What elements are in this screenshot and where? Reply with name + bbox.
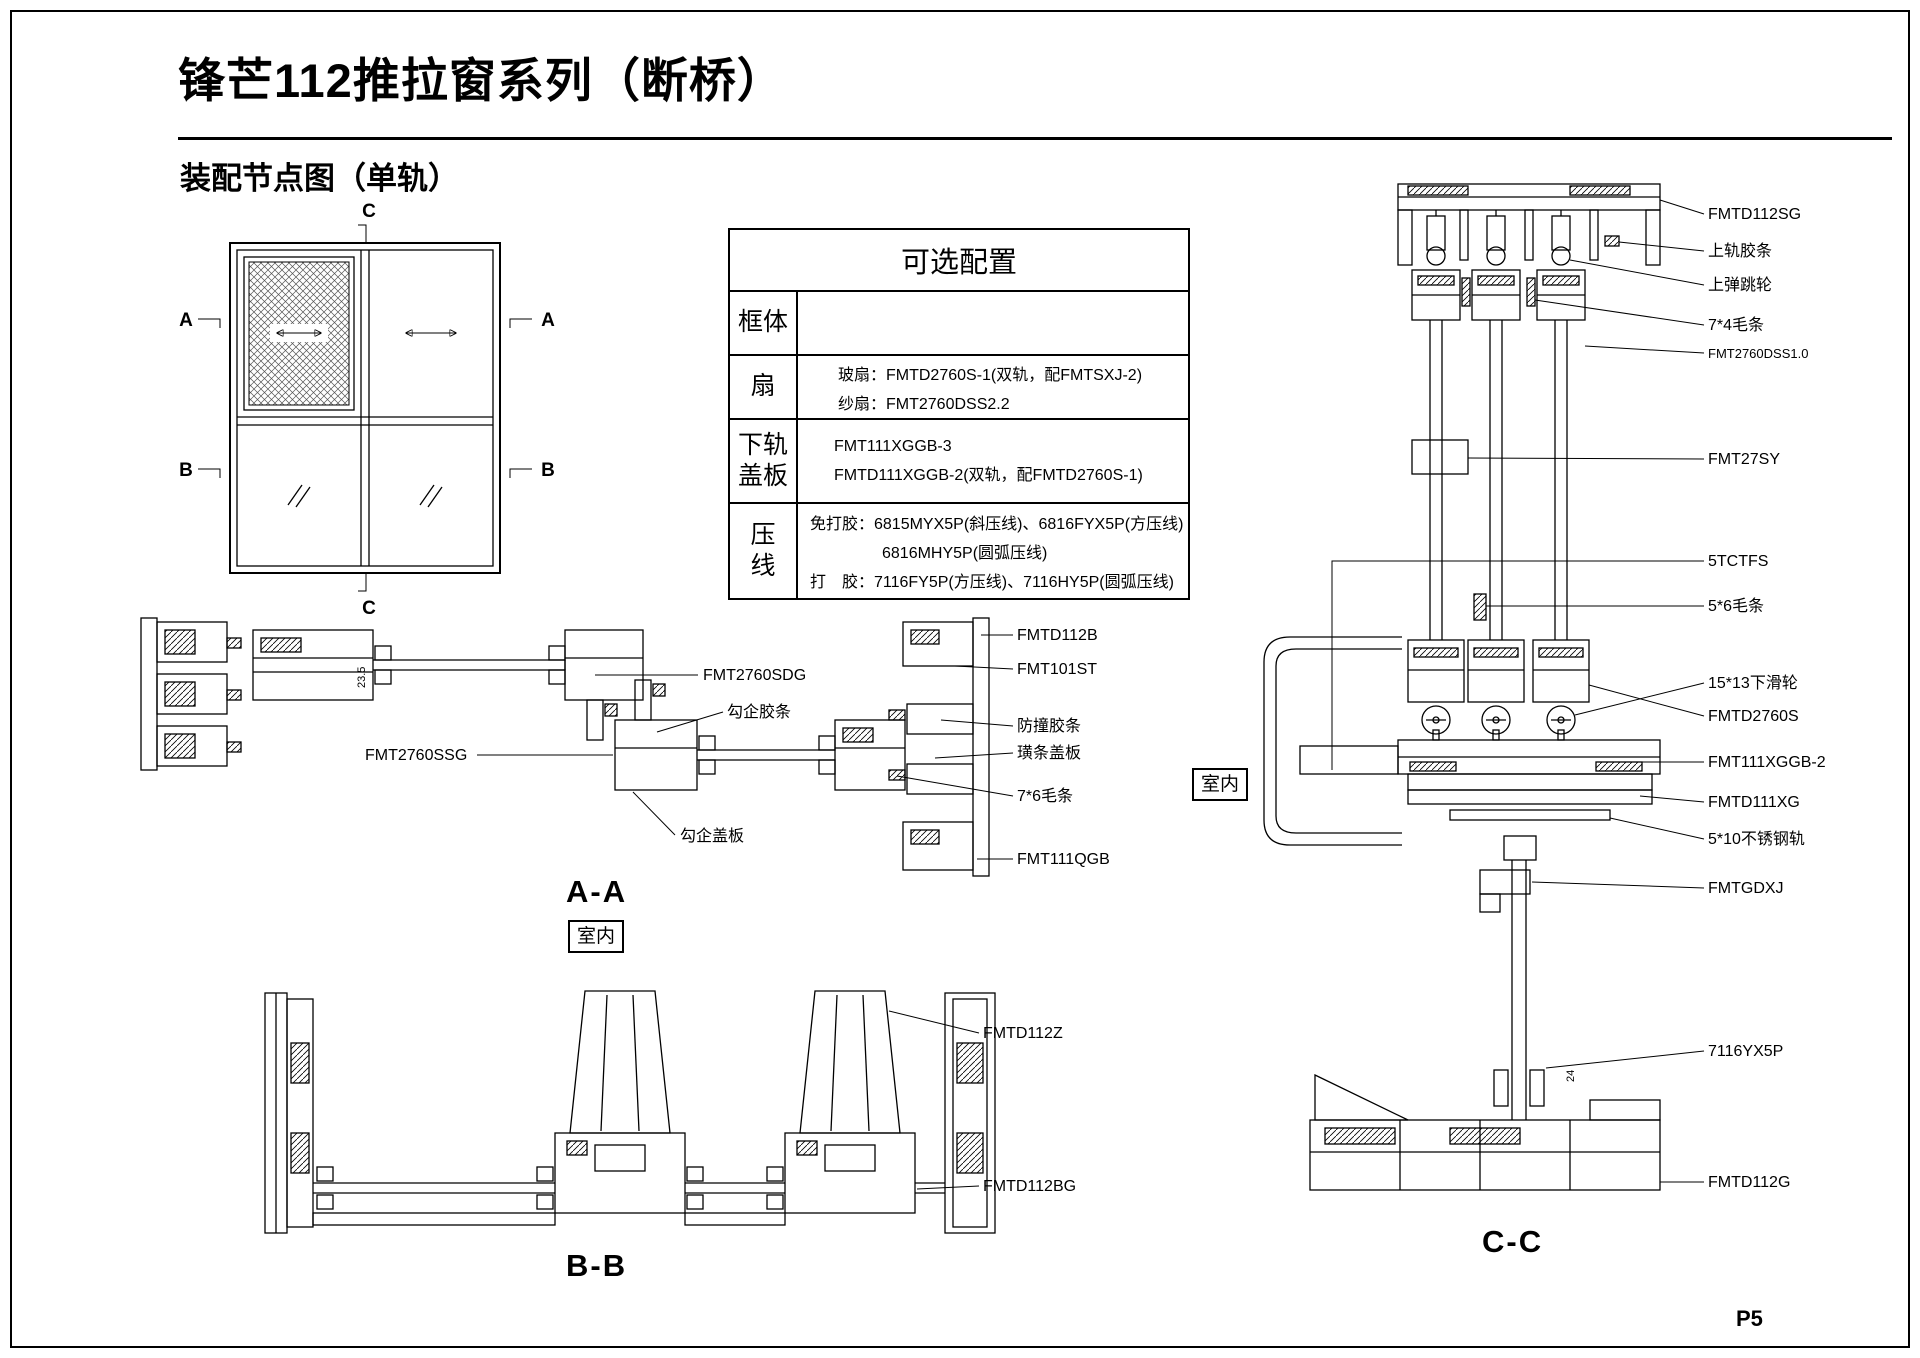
config-row-frame: 框体	[730, 292, 1188, 356]
aa-lower-sash-profile	[697, 719, 906, 791]
label-fmtd112g: FMTD112G	[1708, 1174, 1790, 1191]
cc-head-rail-profile	[1397, 183, 1661, 266]
glass-symbols	[287, 484, 443, 508]
label-15x13-xiahualun: 15*13下滑轮	[1708, 674, 1798, 692]
cc-leaders-and-labels: FMTD112SG 上轨胶条 上弹跳轮 7*4毛条 FMT2760DSS1.0 …	[1331, 199, 1826, 1191]
label-huangtiao-gaiban: 璜条盖板	[1017, 744, 1081, 762]
label-7116yx5p: 7116YX5P	[1708, 1043, 1783, 1060]
window-elevation-diagram: C C A A B B	[179, 201, 555, 619]
screen-pane	[243, 256, 355, 411]
config-row-bead-label: 压 线	[730, 504, 798, 598]
config-line: 免打胶：6815MYX5P(斜压线)、6816FYX5P(方压线)	[810, 516, 1184, 533]
aa-leaders-and-labels: FMT2760SDG 勾企胶条 FMT2760SSG 勾企盖板 FMTD112B…	[365, 627, 1110, 868]
section-markers: C C A A B B	[179, 201, 555, 619]
bb-glazing	[312, 1166, 945, 1226]
cc-sash-top-rails	[1411, 269, 1586, 321]
label-5tctfs: 5TCTFS	[1708, 553, 1768, 570]
config-line: 打 胶：7116FY5P(方压线)、7116HY5P(圆弧压线)	[810, 574, 1174, 591]
title-rule	[178, 137, 1892, 140]
aa-hook-stile-assembly	[564, 629, 698, 791]
cc-top-rollers	[1426, 210, 1571, 266]
label-fmtd112bg: FMTD112BG	[983, 1178, 1076, 1195]
cc-corner-bracket	[1479, 869, 1531, 913]
label-5x6-maotiao: 5*6毛条	[1708, 597, 1764, 615]
section-cc-interior-label: 室内	[1192, 768, 1249, 801]
section-aa-interior-label: 室内	[568, 920, 625, 953]
label-fmtd112sg: FMTD112SG	[1708, 206, 1801, 223]
bb-left-frame-profile	[264, 992, 314, 1234]
bb-center-stile-profile	[554, 990, 686, 1214]
bb-right-stile-profile	[784, 990, 916, 1214]
cc-bottom-rollers	[1421, 705, 1576, 735]
section-marker-a-left: A	[179, 310, 193, 331]
bb-leaders-and-labels: FMTD112Z FMTD112BG	[888, 1010, 1076, 1195]
cc-glass-panels	[1411, 320, 1568, 640]
section-cc-title: C-C	[1482, 1224, 1544, 1259]
label-fmt2760dss: FMT2760DSS1.0	[1708, 346, 1808, 361]
label-fmtd112b: FMTD112B	[1017, 627, 1098, 644]
aa-left-jamb-profile	[140, 617, 242, 771]
config-row-bead: 压 线 免打胶：6815MYX5P(斜压线)、6816FYX5P(方压线) 68…	[730, 504, 1188, 598]
cc-dimension: 24	[1565, 1070, 1577, 1082]
section-aa-diagram: 23.5 FMT2760SDG 勾企胶条	[140, 617, 1110, 877]
config-row-track-cover: 下轨 盖板 FMT111XGGB-3 FMTD111XGGB-2(双轨，配FMT…	[730, 420, 1188, 504]
config-row-sash: 扇 玻扇：FMTD2760S-1(双轨，配FMTSXJ-2) 纱扇：FMT276…	[730, 356, 1188, 420]
section-marker-b-right: B	[541, 460, 555, 481]
config-row-sash-label: 扇	[730, 356, 798, 418]
config-table-title: 可选配置	[730, 230, 1188, 292]
section-bb-diagram: FMTD112Z FMTD112BG	[264, 990, 1076, 1234]
config-line: 纱扇：FMT2760DSS2.2	[838, 395, 1010, 413]
optional-config-table: 可选配置 框体 扇 玻扇：FMTD2760S-1(双轨，配FMTSXJ-2) 纱…	[728, 228, 1190, 600]
label-fmtd111xg: FMTD111XG	[1708, 794, 1800, 811]
config-row-frame-content	[798, 292, 1188, 354]
section-bb-title: B-B	[566, 1248, 628, 1283]
config-row-sash-content: 玻扇：FMTD2760S-1(双轨，配FMTSXJ-2) 纱扇：FMT2760D…	[798, 356, 1188, 418]
section-marker-b-left: B	[179, 460, 193, 481]
label-gouqi-jiaotiao: 勾企胶条	[727, 703, 791, 721]
config-row-track-cover-content: FMT111XGGB-3 FMTD111XGGB-2(双轨，配FMTD2760S…	[798, 420, 1188, 502]
config-line: 玻扇：FMTD2760S-1(双轨，配FMTSXJ-2)	[838, 366, 1143, 384]
page-number: P5	[1736, 1306, 1763, 1331]
label-fmt2760ssg: FMT2760SSG	[365, 747, 467, 764]
section-aa-title: A-A	[566, 874, 628, 909]
page-border	[10, 10, 1910, 1348]
bb-right-frame-profile	[944, 992, 996, 1234]
config-row-bead-content: 免打胶：6815MYX5P(斜压线)、6816FYX5P(方压线) 6816MH…	[798, 504, 1188, 598]
label-fmtd112z: FMTD112Z	[983, 1025, 1063, 1042]
label-fmtgdxj: FMTGDXJ	[1708, 880, 1784, 897]
config-line: FMT111XGGB-3	[834, 437, 952, 455]
label-fmt111xggb2: FMT111XGGB-2	[1708, 754, 1826, 771]
label-7x4-maotiao: 7*4毛条	[1708, 316, 1764, 334]
cc-sash-bottom-rails	[1407, 639, 1590, 703]
label-7x6-maotiao: 7*6毛条	[1017, 787, 1073, 805]
label-shanggui-jiaotiao: 上轨胶条	[1708, 242, 1772, 260]
label-shangtan-tiaolun: 上弹跳轮	[1708, 276, 1772, 294]
aa-dimension: 23.5	[356, 667, 368, 688]
config-line: 6816MHY5P(圆弧压线)	[882, 545, 1048, 562]
aa-upper-sash-profile: 23.5	[252, 629, 566, 701]
cc-bottom-track-profile	[1299, 729, 1661, 821]
label-fangzhuang-jiaotiao: 防撞胶条	[1017, 717, 1081, 735]
label-5x10-buxiugang: 5*10不锈钢轨	[1708, 830, 1805, 848]
config-row-track-cover-label: 下轨 盖板	[730, 420, 798, 502]
label-fmt2760sdg: FMT2760SDG	[703, 667, 806, 684]
label-gouqi-gaiban: 勾企盖板	[680, 827, 744, 845]
section-marker-c-bottom: C	[362, 598, 376, 619]
cc-sill-profile	[1309, 1073, 1661, 1191]
elevation-frame	[229, 242, 501, 574]
cc-lower-fixed-panel: 24	[1493, 835, 1577, 1120]
label-fmt111qgb: FMT111QGB	[1017, 851, 1110, 868]
config-line: FMTD111XGGB-2(双轨，配FMTD2760S-1)	[834, 466, 1143, 484]
section-marker-c-top: C	[362, 201, 376, 222]
section-marker-a-right: A	[541, 310, 555, 331]
label-fmt27sy: FMT27SY	[1708, 451, 1780, 468]
cc-indoor-sash-cover-profile	[1263, 636, 1402, 846]
config-row-frame-label: 框体	[730, 292, 798, 354]
aa-right-jamb-profile	[888, 617, 990, 877]
label-fmtd2760s: FMTD2760S	[1708, 708, 1799, 725]
page-subtitle: 装配节点图（单轨）	[180, 161, 459, 196]
page-title: 锋芒112推拉窗系列（断桥）	[178, 54, 785, 107]
label-fmt101st: FMT101ST	[1017, 661, 1097, 678]
section-cc-diagram: 24 FMTD112SG 上轨胶条 上弹跳轮 7*4毛条 FMT2760DSS1…	[1263, 183, 1826, 1191]
